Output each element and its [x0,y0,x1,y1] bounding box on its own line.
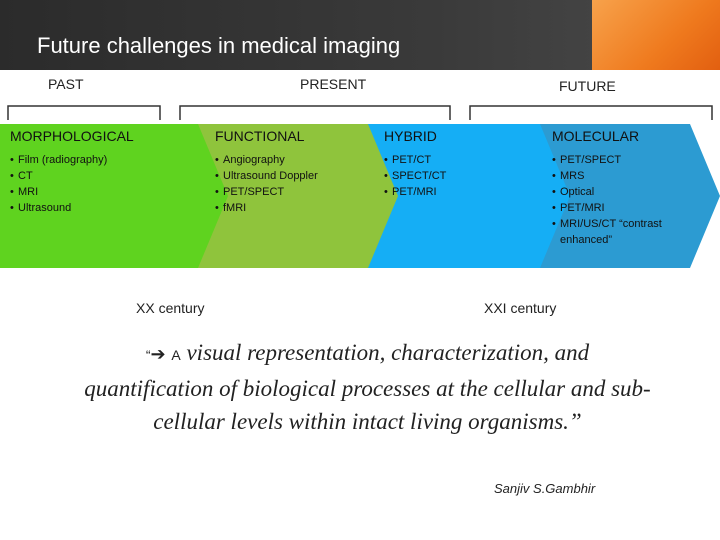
quote-text: visual representation, characterization,… [84,340,651,434]
stage-heading: FUNCTIONAL [215,128,305,144]
bracket-future [469,105,713,120]
bracket-present [179,105,451,120]
stage-list: PET/CT SPECT/CT PET/MRI [384,152,446,200]
stage-morphological: MORPHOLOGICAL Film (radiography) CT MRI … [10,128,134,216]
list-item: PET/MRI [552,200,684,216]
header-accent [592,0,720,70]
list-item: fMRI [215,200,318,216]
stage-list: Angiography Ultrasound Doppler PET/SPECT… [215,152,318,216]
century-xxi: XXI century [484,300,557,316]
definition-quote: “➔ A visual representation, characteriza… [80,336,655,438]
slide-title: Future challenges in medical imaging [37,33,401,58]
stage-hybrid: HYBRID PET/CT SPECT/CT PET/MRI [384,128,446,200]
list-item: CT [10,168,134,184]
list-item: Optical [552,184,684,200]
era-future-label: FUTURE [559,78,616,94]
list-item: MRS [552,168,684,184]
list-item: SPECT/CT [384,168,446,184]
list-item: MRI/US/CT “contrast enhanced” [552,216,684,248]
stage-heading: MORPHOLOGICAL [10,128,134,144]
stage-list: Film (radiography) CT MRI Ultrasound [10,152,134,216]
stage-list: PET/SPECT MRS Optical PET/MRI MRI/US/CT … [552,152,684,248]
list-item: PET/CT [384,152,446,168]
quote-author: Sanjiv S.Gambhir [494,481,596,496]
bracket-past [7,105,161,120]
list-item: Angiography [215,152,318,168]
stage-functional: FUNCTIONAL Angiography Ultrasound Dopple… [215,128,318,216]
list-item: Film (radiography) [10,152,134,168]
century-xx: XX century [136,300,205,316]
list-item: PET/MRI [384,184,446,200]
stage-heading: HYBRID [384,128,437,144]
quote-open-mark: “ [145,347,151,363]
era-present-label: PRESENT [300,76,367,92]
list-item: Ultrasound Doppler [215,168,318,184]
era-past-label: PAST [48,76,84,92]
stage-molecular: MOLECULAR PET/SPECT MRS Optical PET/MRI … [552,128,684,248]
quote-lead: A [171,347,181,363]
arrow-right-icon: ➔ [150,344,166,364]
list-item: MRI [10,184,134,200]
stage-heading: MOLECULAR [552,128,640,144]
list-item: PET/SPECT [215,184,318,200]
list-item: Ultrasound [10,200,134,216]
list-item: PET/SPECT [552,152,684,168]
